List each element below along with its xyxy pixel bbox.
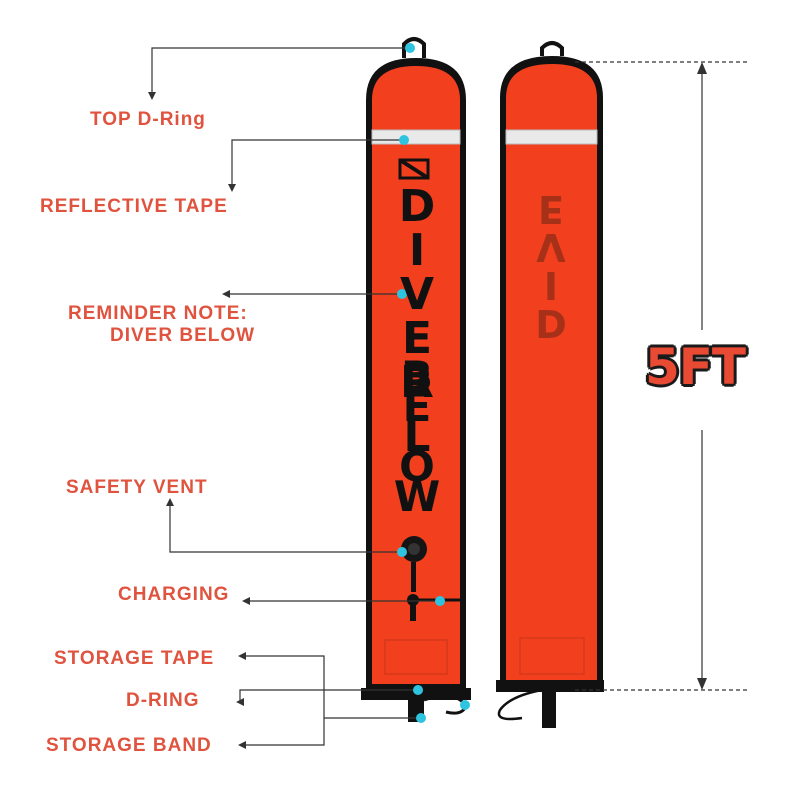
top-d-ring [402, 37, 426, 58]
buoy-print-below: B E L O W [393, 352, 441, 521]
dive-flag-icon [398, 158, 430, 180]
marker-dots [397, 43, 470, 723]
front-buoy [361, 37, 471, 722]
label-reminder-note-line2: DIVER BELOW [110, 325, 256, 346]
label-storage-band: STORAGE BAND [46, 735, 212, 756]
buoy-print-backside: D I V E [535, 187, 567, 345]
label-reminder-note-line1: REMINDER NOTE: [68, 303, 248, 324]
label-top-d-ring: TOP D-Ring [90, 109, 206, 130]
label-storage-tape: STORAGE TAPE [54, 648, 215, 669]
reflective-tape [372, 130, 460, 144]
callout-arrows [148, 92, 250, 749]
length-label: 5FT [644, 338, 746, 396]
label-safety-vent: SAFETY VENT [66, 477, 208, 498]
label-d-ring: D-RING [126, 690, 200, 711]
buoy-print-diver: D I V E R [398, 181, 436, 408]
label-charging: CHARGING [118, 584, 230, 605]
callout-lines [151, 47, 440, 746]
length-dimension [575, 61, 748, 691]
safety-vent [401, 536, 427, 562]
label-reflective-tape: REFLECTIVE TAPE [40, 196, 228, 217]
back-buoy [496, 41, 604, 728]
